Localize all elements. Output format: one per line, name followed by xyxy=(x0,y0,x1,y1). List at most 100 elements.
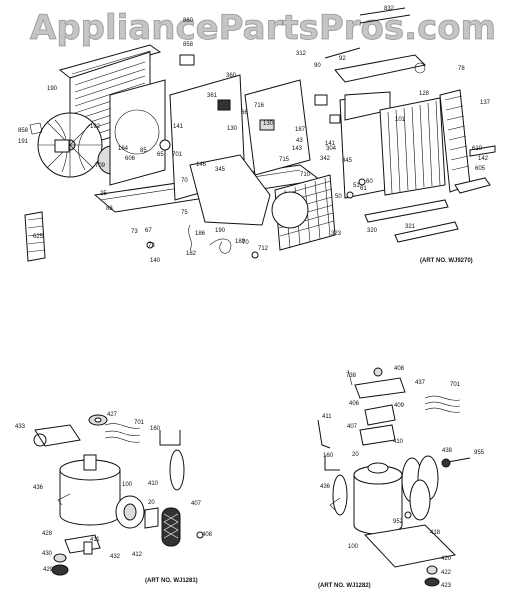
bottom-left-part-label: 160 xyxy=(150,426,161,432)
top-part-label: 141 xyxy=(325,141,336,147)
top-part-label: 321 xyxy=(405,224,416,230)
bottom-right-part-label: 160 xyxy=(323,453,334,459)
bottom-left-part-label: 427 xyxy=(107,412,118,418)
bottom-right-part-label: 100 xyxy=(348,544,359,550)
top-part-label: 75 xyxy=(181,210,188,216)
top-part-label: 712 xyxy=(258,246,269,252)
bottom-right-part-label: 408 xyxy=(394,366,405,372)
evaporator-coil xyxy=(379,97,446,196)
bottom-left-part-label: 20 xyxy=(148,500,155,506)
top-part-label: 709 xyxy=(95,163,106,169)
accumulator-right xyxy=(332,474,348,516)
top-part-label: 860 xyxy=(183,18,194,24)
top-part-label: 190 xyxy=(47,86,58,92)
art-number-top: (ART NO. WJ9270) xyxy=(420,258,473,264)
top-part-label: 92 xyxy=(339,56,346,62)
bottom-right-part-label: 411 xyxy=(322,414,332,420)
bottom-right-part-label: 436 xyxy=(320,484,331,490)
top-part-label: 90 xyxy=(314,63,321,69)
bottom-left-part-label: 432 xyxy=(110,554,121,560)
top-part-label: 51 xyxy=(353,183,360,189)
condenser-fan xyxy=(37,112,103,178)
top-part-label: 361 xyxy=(207,93,218,99)
blower-housing xyxy=(189,154,271,226)
top-part-label: 141 xyxy=(173,124,184,130)
top-part-label: 70 xyxy=(242,240,249,246)
compressor-assembly-right xyxy=(317,367,471,587)
top-part-label: 186 xyxy=(195,231,206,237)
top-part-label: 50 xyxy=(335,194,342,200)
top-part-label: 188 xyxy=(235,239,246,245)
top-part-label: 858 xyxy=(183,42,194,48)
top-part-label: 701 xyxy=(172,152,183,158)
top-part-label: 191 xyxy=(18,139,29,145)
top-part-label: 605 xyxy=(475,166,486,172)
top-part-label: 128 xyxy=(419,91,430,97)
top-part-label: 832 xyxy=(384,6,395,12)
top-cover xyxy=(334,54,427,83)
control-box xyxy=(244,79,311,176)
bottom-right-part-label: 420 xyxy=(441,556,452,562)
top-part-label: 88 xyxy=(106,206,113,212)
bottom-left-part-label: 408 xyxy=(202,532,213,538)
top-part-label: 187 xyxy=(295,127,306,133)
top-part-label: 85 xyxy=(140,148,147,154)
top-part-label: 342 xyxy=(320,156,331,162)
capacitor-group xyxy=(401,455,439,521)
top-part-label: 345 xyxy=(342,158,353,164)
art-number-bottom-right: (ART NO. WJ1282) xyxy=(318,583,371,589)
bottom-right-part-label: 955 xyxy=(474,450,485,456)
compressor-left xyxy=(59,454,121,526)
bottom-right-part-label: 20 xyxy=(352,452,359,458)
top-part-label: 304 xyxy=(326,146,337,152)
art-number-bottom-left: (ART NO. WJ1281) xyxy=(145,578,198,584)
top-part-label: 61 xyxy=(360,186,367,192)
top-part-label: 164 xyxy=(118,146,129,152)
bottom-right-part-label: 407 xyxy=(347,424,358,430)
bottom-right-part-label: 422 xyxy=(441,570,452,576)
bottom-left-part-label: 411 xyxy=(90,537,100,543)
bottom-right-part-label: 406 xyxy=(349,401,360,407)
blower-motor xyxy=(271,191,309,229)
top-part-label: 73 xyxy=(131,229,138,235)
top-part-label: 360 xyxy=(226,73,237,79)
top-part-label: 345 xyxy=(215,167,226,173)
compressor-right xyxy=(353,462,403,535)
bottom-right-part-label: 438 xyxy=(442,448,453,454)
terminal-cover-left xyxy=(115,495,145,529)
top-part-label: 606 xyxy=(125,156,136,162)
top-part-label: 146 xyxy=(196,162,207,168)
top-rail xyxy=(58,44,162,79)
top-bracket-rod xyxy=(359,7,406,16)
top-part-label: 140 xyxy=(150,258,161,264)
top-part-label: 142 xyxy=(478,156,489,162)
top-assembly xyxy=(24,7,496,262)
top-part-label: 73 xyxy=(148,243,155,249)
compressor-assembly-left xyxy=(33,414,204,576)
bottom-right-part-label: 410 xyxy=(393,439,404,445)
top-part-label: 190 xyxy=(215,228,226,234)
bottom-left-part-label: 430 xyxy=(42,551,53,557)
top-part-label: 715 xyxy=(279,157,290,163)
fan-shroud xyxy=(109,79,166,186)
bottom-right-part-label: 423 xyxy=(441,583,452,589)
bottom-left-part-label: 436 xyxy=(33,485,44,491)
bottom-right-part-label: 738 xyxy=(346,373,357,379)
top-part-label: 78 xyxy=(458,66,465,72)
bottom-left-part-label: 433 xyxy=(15,424,26,430)
bottom-left-part-label: 701 xyxy=(134,420,145,426)
top-part-label: 66 xyxy=(241,110,248,116)
top-part-label: 130 xyxy=(263,121,274,127)
top-part-label: 137 xyxy=(480,100,491,106)
bottom-rail xyxy=(364,199,449,223)
base-plate xyxy=(363,524,457,568)
top-part-label: 610 xyxy=(472,146,483,152)
right-bracket xyxy=(344,91,391,121)
top-part-label: 70 xyxy=(181,178,188,184)
top-part-label: 182 xyxy=(186,251,197,257)
top-part-label: 312 xyxy=(296,51,307,57)
